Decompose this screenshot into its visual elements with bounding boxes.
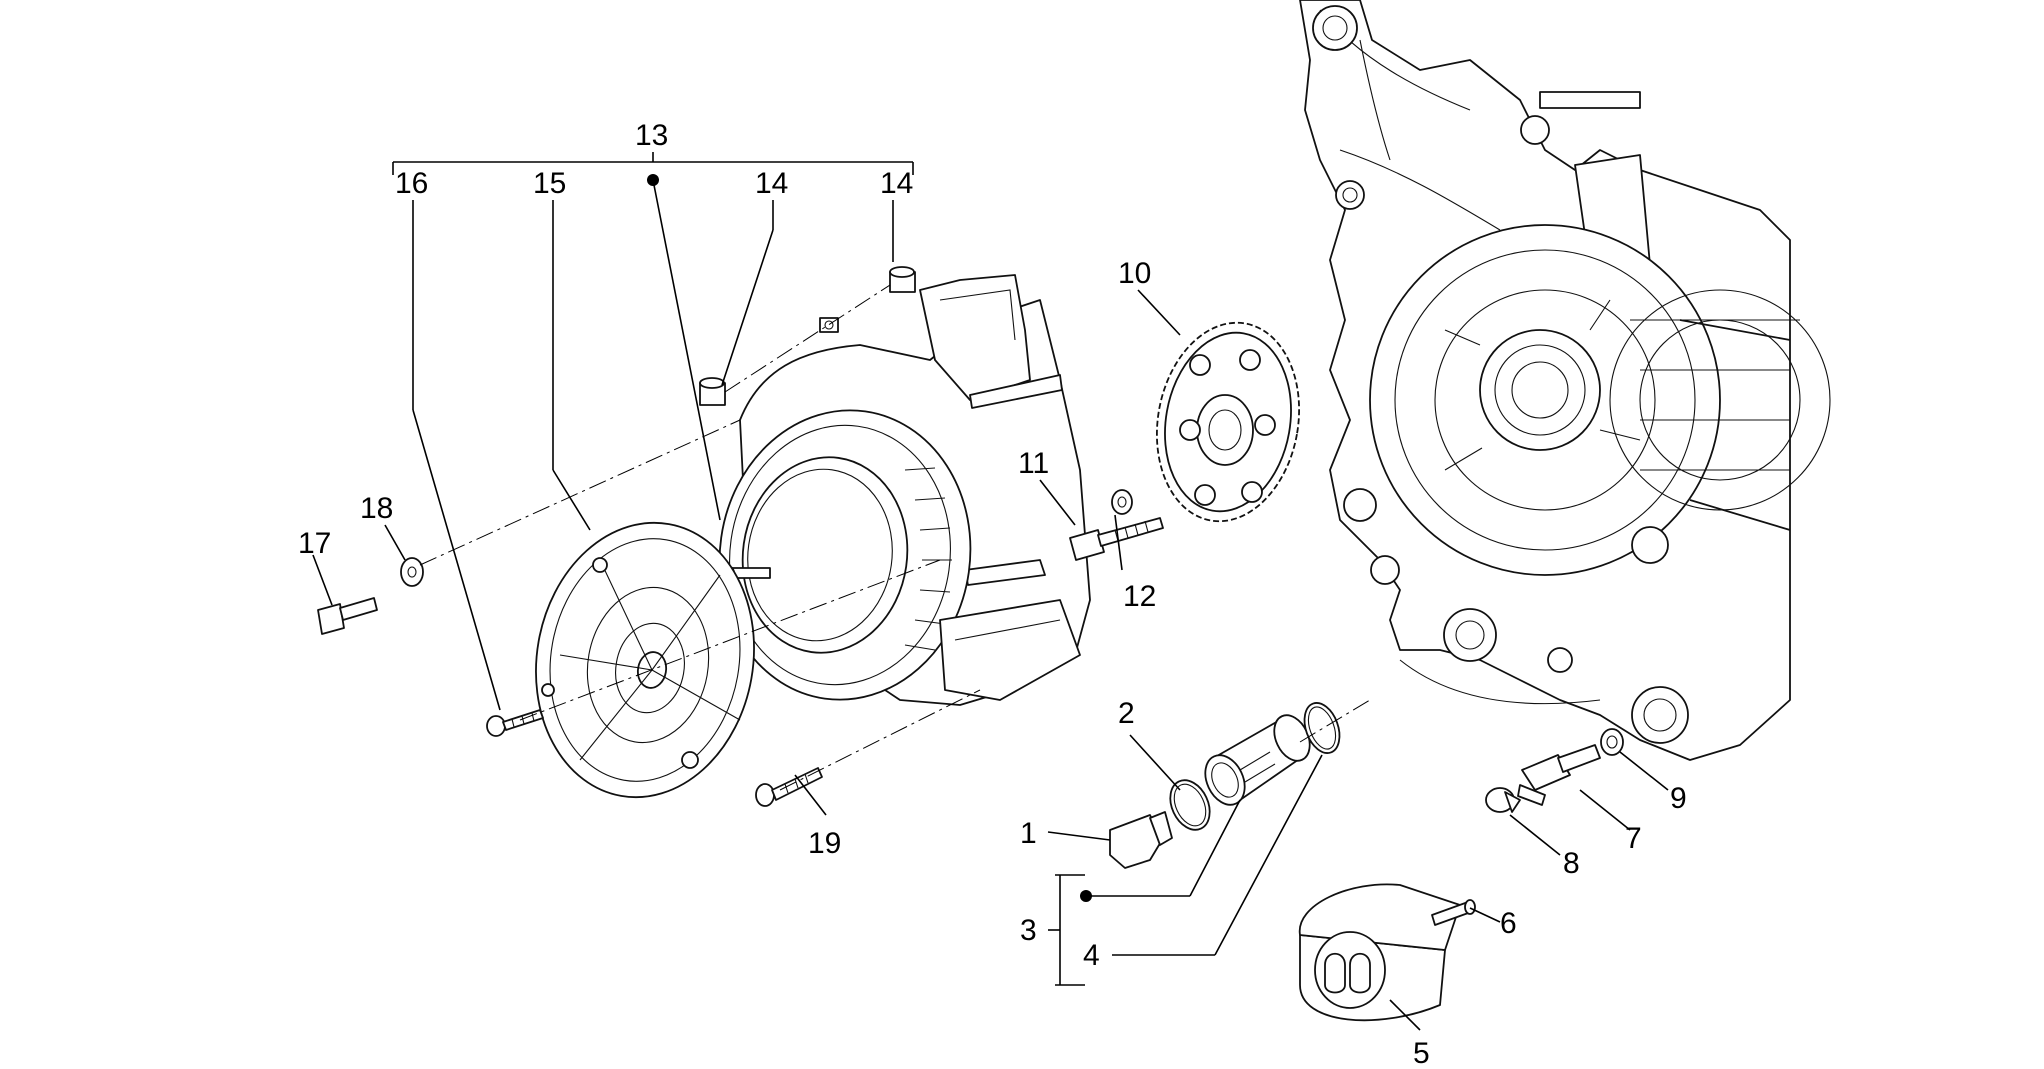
oil-filter-5 bbox=[1299, 883, 1461, 1022]
callout-5: 5 bbox=[1413, 1037, 1430, 1069]
screw-16 bbox=[486, 709, 544, 737]
leader-lines bbox=[312, 152, 1669, 1031]
callout-18: 18 bbox=[360, 492, 393, 525]
assembly-axis-lines bbox=[419, 284, 1371, 791]
drain-plug-1 bbox=[1109, 811, 1173, 869]
o-ring-2 bbox=[1169, 779, 1211, 831]
callout-4: 4 bbox=[1083, 939, 1100, 972]
callout-7: 7 bbox=[1625, 822, 1642, 855]
callout-16: 16 bbox=[395, 167, 428, 200]
crankcase-housing bbox=[1299, 0, 1831, 761]
callout-14-right: 14 bbox=[880, 167, 913, 200]
callout-labels: 1 2 3 4 5 6 7 8 9 10 11 12 13 14 14 15 1… bbox=[298, 119, 1687, 1069]
callout-19: 19 bbox=[808, 827, 841, 860]
stud-6 bbox=[1431, 899, 1476, 926]
washer-12 bbox=[1111, 489, 1133, 515]
sensor-7 bbox=[1517, 744, 1601, 806]
callout-17: 17 bbox=[298, 527, 331, 560]
callout-2: 2 bbox=[1118, 697, 1135, 730]
o-ring-4 bbox=[1303, 702, 1341, 754]
bolt-11 bbox=[1069, 517, 1164, 561]
oil-strainer-3 bbox=[1204, 714, 1311, 806]
bolt-17 bbox=[317, 597, 378, 635]
callout-14-left: 14 bbox=[755, 167, 788, 200]
callout-11: 11 bbox=[1018, 447, 1049, 480]
callout-9: 9 bbox=[1670, 782, 1687, 815]
flywheel-cover bbox=[535, 521, 755, 799]
sprocket-gear bbox=[1156, 321, 1300, 523]
callout-13: 13 bbox=[635, 119, 668, 152]
washer-18 bbox=[400, 557, 424, 587]
callout-1: 1 bbox=[1020, 817, 1037, 850]
callout-6: 6 bbox=[1500, 907, 1517, 940]
callout-10: 10 bbox=[1118, 257, 1151, 290]
callout-15: 15 bbox=[533, 167, 566, 200]
stator-cover-assembly bbox=[718, 274, 1091, 706]
rubber-grommet-right bbox=[889, 266, 916, 293]
callout-8: 8 bbox=[1563, 847, 1580, 880]
washer-9 bbox=[1600, 728, 1624, 756]
rubber-grommet-left bbox=[699, 377, 726, 406]
screw-19 bbox=[755, 767, 823, 807]
callout-3: 3 bbox=[1020, 914, 1037, 947]
clip-8 bbox=[1485, 787, 1521, 813]
callout-12: 12 bbox=[1123, 580, 1156, 613]
